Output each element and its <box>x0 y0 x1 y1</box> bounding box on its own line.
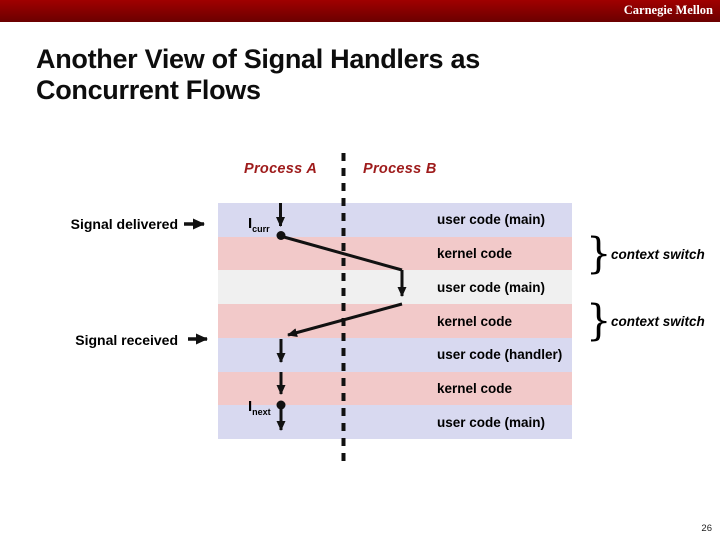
band-label: user code (main) <box>437 414 546 430</box>
signal-delivered-label: Signal delivered <box>70 216 178 232</box>
band-label: kernel code <box>437 380 513 396</box>
band-label: kernel code <box>437 313 513 329</box>
icurr-label: Icurr <box>248 215 270 234</box>
inext-base: I <box>248 398 253 415</box>
process-b-label: Process B <box>363 161 437 177</box>
page-title: Another View of Signal Handlers as Concu… <box>36 44 636 106</box>
icurr-base: I <box>248 215 253 232</box>
band-label: kernel code <box>437 246 513 262</box>
page-title-line1: Another View of Signal Handlers as <box>36 44 480 74</box>
band-user-code-main-2: user code (main) <box>218 270 572 305</box>
page-title-line2: Concurrent Flows <box>36 75 261 105</box>
context-switch-brace-2: } <box>586 296 612 346</box>
context-switch-label-2: context switch <box>611 314 705 329</box>
band-kernel-code-1: kernel code <box>218 236 572 271</box>
band-kernel-code-3: kernel code <box>218 371 572 406</box>
band-label: user code (main) <box>437 212 546 228</box>
band-label: user code (handler) <box>437 347 563 363</box>
header-bar: Carnegie Mellon <box>0 0 720 22</box>
band-user-code-main-1: user code (main) <box>218 203 572 237</box>
inext-label: Inext <box>248 398 271 417</box>
band-user-code-main-3: user code (main) <box>218 405 572 440</box>
timeline-bands: user code (main) kernel code user code (… <box>218 203 572 440</box>
icurr-sub: curr <box>252 224 270 234</box>
band-label: user code (main) <box>437 279 546 295</box>
page-number: 26 <box>701 523 712 534</box>
brand-logo: Carnegie Mellon <box>623 3 713 17</box>
process-a-label: Process A <box>244 161 318 177</box>
signal-received-label: Signal received <box>75 332 178 348</box>
band-kernel-code-2: kernel code <box>218 304 572 338</box>
band-user-code-handler: user code (handler) <box>218 337 572 372</box>
inext-sub: next <box>252 407 271 417</box>
context-switch-brace-1: } <box>586 229 612 279</box>
context-switch-label-1: context switch <box>611 247 705 262</box>
